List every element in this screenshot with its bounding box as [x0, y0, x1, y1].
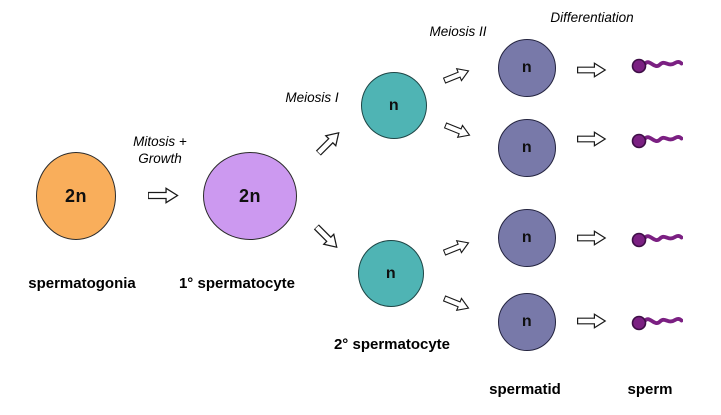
differentiation-arrow-icon	[576, 313, 608, 329]
meiosis1-label: Meiosis I	[285, 90, 339, 105]
spermatid-ploidy-label: n	[521, 59, 533, 76]
meiosis2-arrow-down-icon	[442, 118, 474, 142]
differentiation-label: Differentiation	[550, 10, 634, 25]
meiosis1-arrow-down-icon	[310, 221, 343, 254]
primary-spermatocyte-ploidy-label: 2n	[238, 185, 261, 206]
spermatid-ploidy-label: n	[521, 229, 533, 246]
spermatid-cell-4: n	[498, 293, 556, 351]
sperm-icon	[631, 129, 683, 151]
secondary-spermatocyte-cell-bottom: n	[358, 240, 424, 307]
spermatid-ploidy-label: n	[521, 139, 533, 156]
secondary-spermatocyte-ploidy-label: n	[388, 96, 400, 114]
sperm-label: sperm	[627, 381, 673, 398]
meiosis1-arrow-up-icon	[312, 126, 345, 159]
spermatogonia-ploidy-label: 2n	[64, 185, 87, 206]
sperm-icon	[631, 228, 683, 250]
secondary-spermatocyte-label: 2° spermatocyte	[333, 336, 451, 353]
mitosis-growth-label-line1: Mitosis +	[133, 134, 187, 149]
spermatogonia-label: spermatogonia	[28, 275, 136, 292]
spermatid-ploidy-label: n	[521, 313, 533, 330]
mitosis-growth-label-line2: Growth	[138, 151, 182, 166]
mitosis-growth-label: Mitosis + Growth	[100, 133, 220, 167]
sperm-icon	[631, 54, 683, 76]
differentiation-arrow-icon	[576, 230, 608, 246]
spermatid-cell-2: n	[498, 119, 556, 177]
primary-spermatocyte-label: 1° spermatocyte	[178, 275, 296, 292]
spermatid-label: spermatid	[489, 381, 561, 398]
primary-spermatocyte-cell: 2n	[203, 152, 297, 240]
sperm-icon	[631, 311, 683, 333]
spermatid-cell-1: n	[498, 39, 556, 97]
meiosis2-label: Meiosis II	[429, 24, 487, 39]
meiosis2-arrow-down-icon	[441, 291, 473, 315]
spermatogonia-cell: 2n	[36, 152, 116, 240]
mitosis-arrow-icon	[148, 187, 179, 204]
differentiation-arrow-icon	[576, 131, 608, 147]
differentiation-arrow-icon	[576, 62, 608, 78]
secondary-spermatocyte-ploidy-label: n	[385, 264, 397, 282]
secondary-spermatocyte-cell-top: n	[361, 72, 427, 139]
spermatid-cell-3: n	[498, 209, 556, 267]
meiosis2-arrow-up-icon	[441, 63, 473, 87]
meiosis2-arrow-up-icon	[441, 235, 473, 259]
